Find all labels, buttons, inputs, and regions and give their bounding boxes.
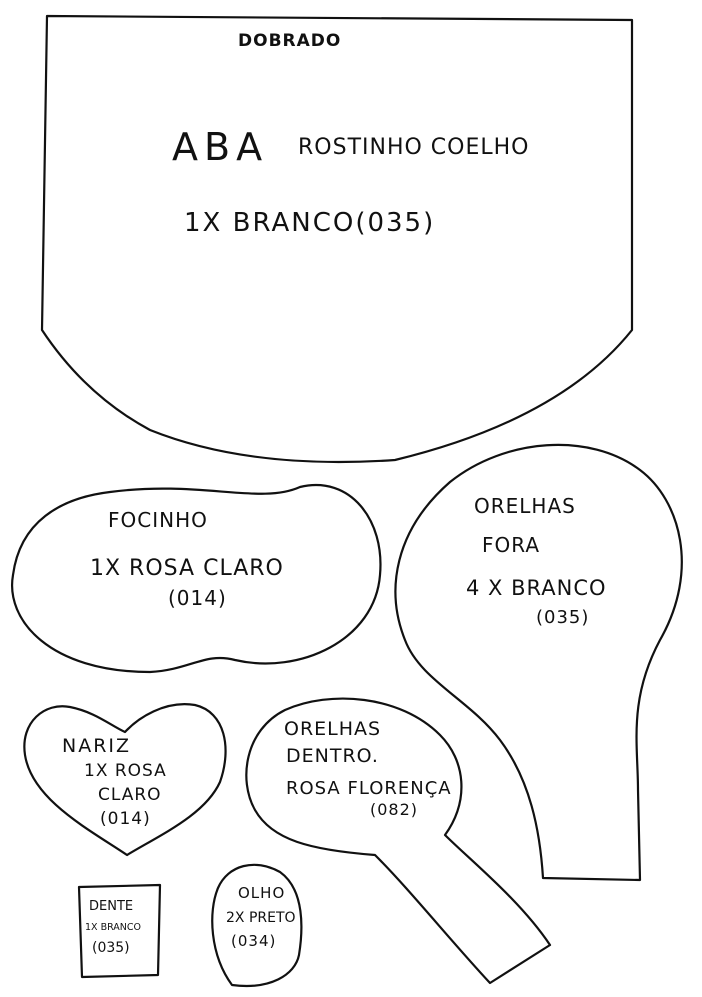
orelhas-dentro-code: (082): [370, 800, 418, 819]
aba-subtitle: ROSTINHO COELHO: [298, 135, 530, 160]
nariz-heart-outline: [23, 703, 227, 857]
dente-code: (035): [92, 940, 130, 956]
nariz-piece: NARIZ 1X ROSA CLARO (014): [23, 703, 227, 857]
focinho-title: FOCINHO: [108, 508, 208, 532]
focinho-quantity: 1X ROSA CLARO: [90, 556, 284, 581]
dente-quantity: 1X BRANCO: [85, 922, 141, 933]
aba-title: ABA: [172, 125, 268, 169]
aba-fold-label: DOBRADO: [238, 31, 341, 51]
orelhas-fora-title-line1: ORELHAS: [474, 494, 576, 518]
olho-piece: OLHO 2X PRETO (034): [211, 863, 303, 988]
nariz-quantity: 1X ROSA: [84, 761, 167, 781]
orelhas-fora-piece: ORELHAS FORA 4 X BRANCO (035): [394, 443, 683, 882]
focinho-code: (014): [168, 586, 227, 610]
aba-quantity: 1X BRANCO(035): [184, 208, 435, 238]
aba-outline: [40, 14, 634, 464]
orelhas-dentro-title-line1: ORELHAS: [284, 718, 381, 740]
orelhas-fora-title-line2: FORA: [482, 533, 540, 557]
olho-quantity: 2X PRETO: [226, 910, 296, 926]
orelhas-dentro-outline: [245, 697, 552, 985]
dente-outline: [77, 883, 162, 979]
orelhas-dentro-piece: ORELHAS DENTRO. ROSA FLORENÇA (082): [245, 697, 552, 985]
nariz-color-line: CLARO: [98, 785, 162, 805]
orelhas-fora-code: (035): [536, 607, 589, 628]
dente-piece: DENTE 1X BRANCO (035): [77, 883, 162, 979]
orelhas-dentro-color: ROSA FLORENÇA: [286, 778, 452, 799]
olho-title: OLHO: [238, 884, 285, 902]
olho-code: (034): [231, 932, 276, 950]
aba-piece: DOBRADO ABA ROSTINHO COELHO 1X BRANCO(03…: [40, 14, 634, 464]
nariz-code: (014): [100, 809, 151, 829]
orelhas-dentro-title-line2: DENTRO.: [286, 745, 379, 767]
focinho-piece: FOCINHO 1X ROSA CLARO (014): [11, 484, 382, 674]
nariz-title: NARIZ: [62, 735, 131, 757]
olho-outline: [211, 863, 303, 988]
orelhas-fora-quantity: 4 X BRANCO: [466, 576, 607, 600]
orelhas-fora-outline: [394, 443, 683, 882]
focinho-outline: [11, 484, 382, 674]
dente-title: DENTE: [89, 899, 133, 914]
